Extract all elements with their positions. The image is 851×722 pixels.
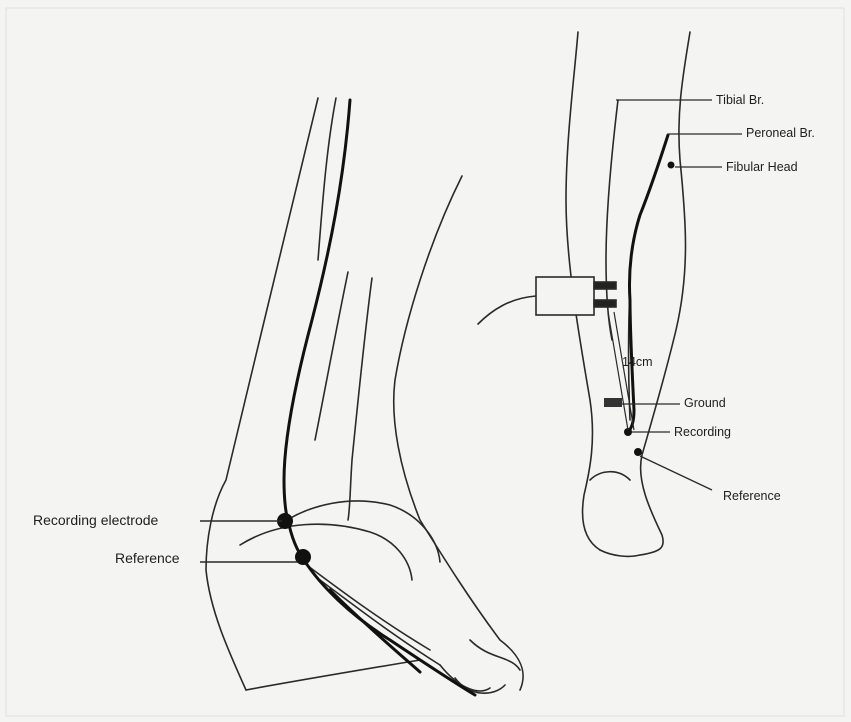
distance-label: 14cm	[622, 356, 653, 369]
page-frame	[6, 8, 844, 716]
left-sural-nerve	[284, 100, 475, 695]
ground-electrode	[604, 398, 622, 407]
fibular-head-label: Fibular Head	[726, 161, 798, 174]
reference-left-label: Reference	[115, 551, 180, 565]
stimulator-box	[536, 277, 594, 315]
left-foot-illustration	[206, 98, 523, 693]
reference-right-pointer	[640, 456, 712, 490]
left-metatarsal-2	[320, 580, 440, 665]
distance-line-left	[608, 312, 628, 430]
right-heel-contour	[590, 472, 630, 480]
reference-right-label: Reference	[723, 490, 781, 503]
stimulator-device	[478, 277, 616, 324]
left-bone-line-2	[348, 278, 372, 520]
right-reference-dot	[634, 448, 642, 456]
left-leg-anterior-outline	[394, 176, 523, 690]
peroneal-br-label: Peroneal Br.	[746, 127, 815, 140]
left-leg-posterior-outline	[206, 98, 318, 690]
recording-electrode-label: Recording electrode	[33, 513, 158, 527]
left-midfoot-line	[240, 524, 412, 580]
tibial-br-label: Tibial Br.	[716, 94, 764, 107]
stimulator-prong-lower	[594, 300, 616, 307]
stimulator-prong-upper	[594, 282, 616, 289]
left-toe-1	[470, 640, 520, 670]
right-nerve	[628, 135, 668, 432]
fibular-head-dot	[668, 162, 675, 169]
left-bone-line-1	[315, 272, 348, 440]
left-heel-curve	[246, 660, 420, 690]
stimulator-cable	[478, 296, 536, 324]
ground-label: Ground	[684, 397, 726, 410]
right-heel-bottom	[600, 550, 640, 556]
left-tendon-line	[318, 98, 336, 260]
recording-label: Recording	[674, 426, 731, 439]
